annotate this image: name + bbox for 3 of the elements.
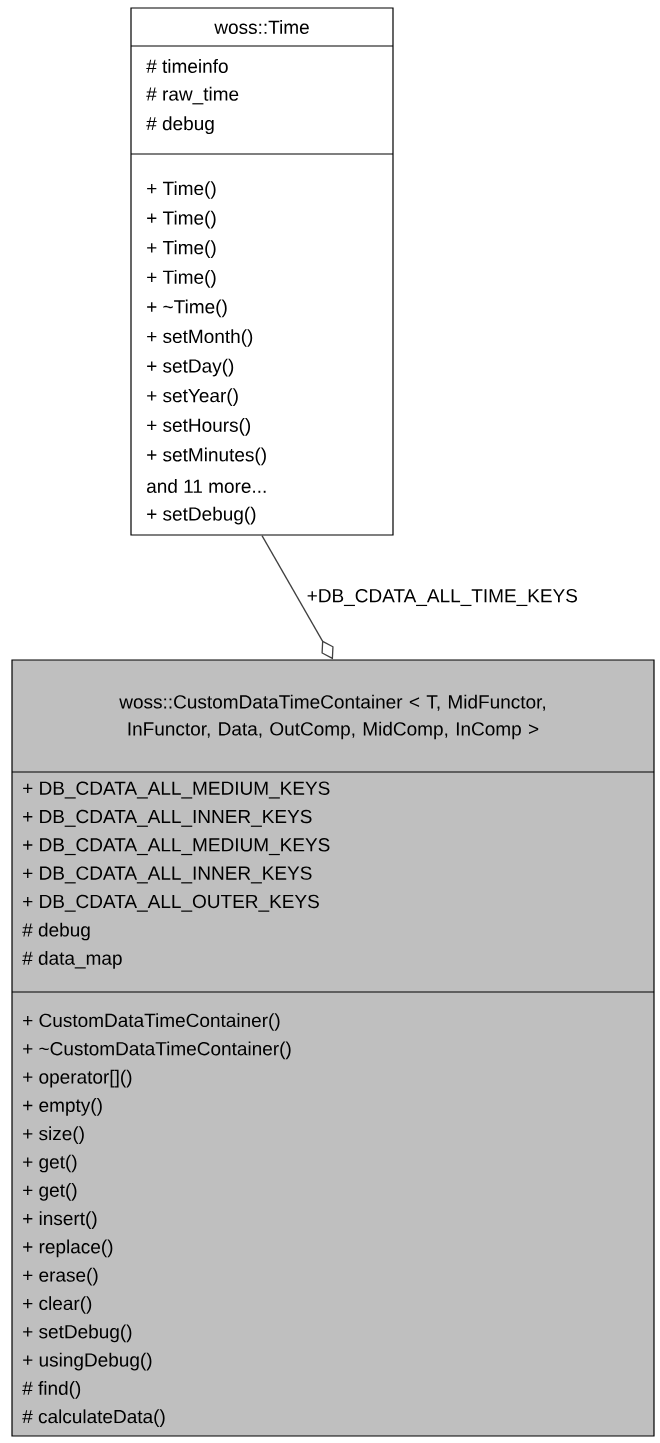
edge-label: +DB_CDATA_ALL_TIME_KEYS (305, 588, 579, 608)
class-box: woss::CustomDataTimeContainer < T, MidFunctor, InFunctor, Data, OutComp, MidComp, InComp > + DB_CDATA_ALL_MEDIUM_KEYS + DB_CDATA_ALL_INNER_KEYS + DB_CDATA_ALL_MEDIUM_KEYS + DB_CDATA_ALL_INNER_KEYS + DB_CDATA_ALL_OUTER_KEYS # debug # data_map + CustomDataTimeContainer() + ~CustomDataTimeContainer() + operator[]() + empty() + size() + get() + get() + insert() + replace() + erase() + clear() + setDebug() + usingDebug() # find() # calculateData() (11, 659, 655, 1437)
class-box: woss::Time # timeinfo # raw_time # debug + Time() + Time() + Time() + Time() + ~Time() + setMonth() + setDay() + setYear() + setHours() + setMinutes() and 11 more... + setDebug() (130, 7, 394, 536)
